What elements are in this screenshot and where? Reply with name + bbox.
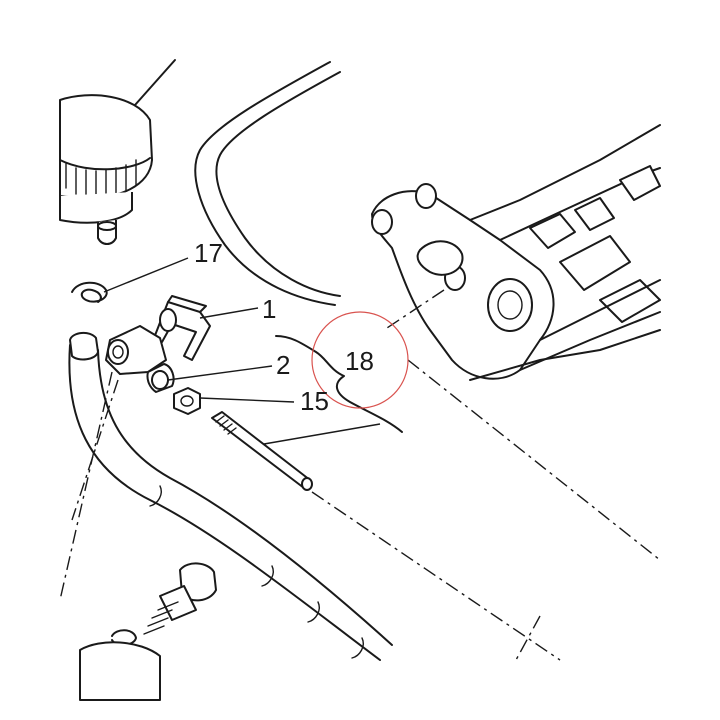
center-lines (59, 289, 661, 661)
leader-lines (103, 257, 381, 445)
brake-caliper (371, 124, 661, 381)
nut-15 (173, 387, 201, 415)
highlight-circle (311, 311, 409, 409)
brake-hose (194, 61, 341, 306)
bleed-fitting (79, 562, 217, 701)
callout-17: 17 (194, 238, 223, 268)
banjo-fitting-2 (105, 325, 175, 393)
pushrod (211, 411, 313, 491)
callout-15: 15 (300, 386, 329, 416)
group-brace-18 (275, 335, 403, 433)
reservoir-hose (68, 332, 393, 661)
spring-clip-17 (71, 281, 108, 303)
callout-1: 1 (262, 294, 276, 324)
callout-2: 2 (276, 350, 290, 380)
callout-18: 18 (345, 346, 374, 376)
bracket-1 (153, 295, 211, 361)
fluid-reservoir (59, 59, 176, 245)
